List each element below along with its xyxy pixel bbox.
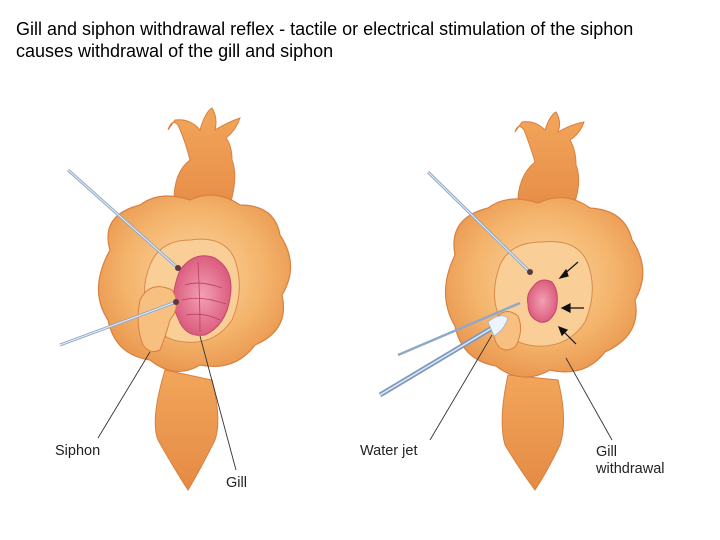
gill-withdrawal-label: Gill withdrawal [596,444,665,478]
left-tail [154,369,219,491]
title-line-1: Gill and siphon withdrawal reflex - tact… [16,19,634,39]
left-head [167,107,241,221]
left-aplysia [59,107,292,491]
water-jet-spray [487,315,509,337]
gill-withdrawal-label-line-2: withdrawal [596,461,665,477]
right-head [514,111,585,221]
diagram-title: Gill and siphon withdrawal reflex - tact… [16,18,706,62]
siphon-leader-line [97,351,151,439]
water-jet-leader-line [429,334,493,441]
title-line-2: causes withdrawal of the gill and siphon [16,41,334,61]
withdrawal-arrows [557,261,584,345]
right-gill-contracted [527,279,558,323]
gill-withdrawal-label-line-1: Gill [596,444,617,460]
siphon-label: Siphon [55,443,101,459]
gill-label: Gill [226,475,247,491]
left-gill [173,255,232,336]
water-jet-label: Water jet [360,443,418,459]
right-tail [501,374,565,491]
gill-leader-line [199,335,237,471]
right-aplysia [378,111,644,491]
gill-withdrawal-leader-line [565,357,613,441]
left-siphon [137,286,177,353]
